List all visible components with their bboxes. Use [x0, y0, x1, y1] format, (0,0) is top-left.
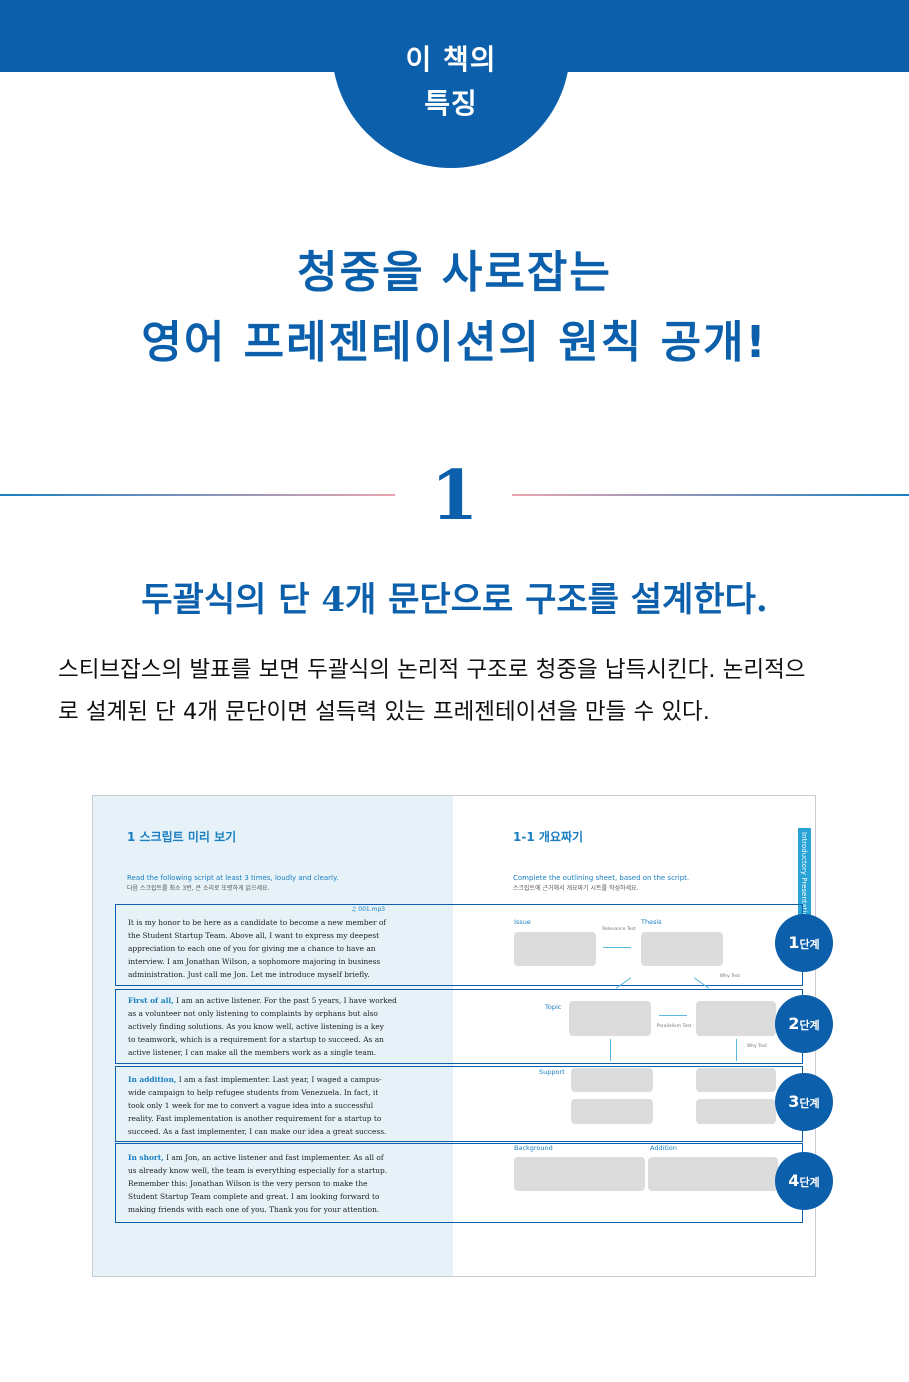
p2-line: to teamwork, which is a requirement for …	[128, 1035, 384, 1044]
right-instruction-ko: 스크립트에 근거해서 개요짜기 시트를 작성하세요.	[513, 885, 639, 892]
relevance-arrow	[603, 947, 631, 948]
step-badge-2: 2단계	[775, 995, 833, 1053]
paragraph-1: It is my honor to be here as a candidate…	[128, 916, 387, 981]
divider-left	[0, 494, 395, 496]
p4-line: Remember this: Jonathan Wilson is the ve…	[128, 1179, 368, 1188]
p3-line: succeed. As a fast implementer, I can ma…	[128, 1127, 387, 1136]
side-tab-label: Introductory Presentation	[800, 832, 808, 922]
why-test-label-1: Why Test	[719, 974, 741, 979]
step-2-number: 2	[788, 1014, 800, 1033]
topic-box-1[interactable]	[569, 1001, 651, 1036]
badge-line-2: 특징	[424, 87, 478, 120]
topic-down-arrow-1	[610, 1039, 611, 1061]
p1-line: interview. I am Jonathan Wilson, a sopho…	[128, 957, 381, 966]
section-number: 1	[430, 456, 479, 536]
section-subhead: 두괄식의 단 4개 문단으로 구조를 설계한다.	[141, 580, 768, 620]
paragraph-3: In addition, I am a fast implementer. La…	[128, 1073, 387, 1138]
step-badge-4: 4단계	[775, 1152, 833, 1210]
step-1-unit: 단계	[799, 938, 820, 951]
divider-right	[512, 494, 909, 496]
p3-lead: In addition,	[128, 1075, 177, 1084]
support-box-1[interactable]	[571, 1068, 653, 1092]
audio-track-label: ♫ 001.mp3	[351, 906, 386, 913]
description-line-1: 스티브잡스의 발표를 보면 두괄식의 논리적 구조로 청중을 납득시킨다. 논리…	[58, 657, 806, 683]
p4-lead: In short,	[128, 1153, 164, 1162]
parallelism-test-label: Parallelism Test	[656, 1024, 692, 1029]
p4-line: making friends with each one of you. Tha…	[128, 1205, 380, 1214]
p3-line: wide campaign to help refugee students f…	[128, 1088, 379, 1097]
right-page: 1-1 개요짜기 Complete the outlining sheet, b…	[453, 796, 815, 1276]
p4-line: us already know well, the team is everyt…	[128, 1166, 388, 1175]
feature-badge: 이 책의 특징	[332, 0, 570, 168]
left-instruction-en: Read the following script at least 3 tim…	[127, 874, 339, 882]
step-3-number: 3	[788, 1092, 800, 1111]
description-line-2: 로 설계된 단 4개 문단이면 설득력 있는 프레젠테이션을 만들 수 있다.	[58, 699, 710, 725]
p2-line: as a volunteer not only listening to com…	[128, 1009, 378, 1018]
why-test-label-2: Why Test	[746, 1044, 768, 1049]
step-4-number: 4	[788, 1171, 800, 1190]
paragraph-4: In short, I am Jon, an active listener a…	[128, 1151, 388, 1216]
step-badge-1: 1단계	[775, 914, 833, 972]
headline-line-2: 영어 프레젠테이션의 원칙 공개!	[141, 317, 768, 368]
right-instruction-en: Complete the outlining sheet, based on t…	[513, 874, 690, 882]
support-box-4[interactable]	[696, 1099, 776, 1124]
book-spread: 1 스크립트 미리 보기 Read the following script a…	[92, 795, 816, 1277]
p4-line: I am Jon, an active listener and fast im…	[163, 1153, 384, 1162]
support-box-3[interactable]	[571, 1099, 653, 1124]
step-1-number: 1	[788, 933, 800, 952]
support-label: Support	[539, 1068, 565, 1076]
left-page-title: 1 스크립트 미리 보기	[127, 830, 237, 844]
left-instruction-ko: 다음 스크립트를 최소 3번, 큰 소리로 또렷하게 읽으세요.	[127, 885, 270, 892]
step-4-unit: 단계	[799, 1176, 820, 1189]
p2-line: active listener, I can make all the memb…	[128, 1048, 377, 1057]
addition-box[interactable]	[648, 1157, 778, 1191]
topic-label: Topic	[545, 1003, 562, 1011]
addition-label: Addition	[650, 1144, 677, 1152]
left-page: 1 스크립트 미리 보기 Read the following script a…	[93, 796, 453, 1276]
background-label: Background	[514, 1144, 553, 1152]
paragraph-2: First of all, I am an active listener. F…	[128, 994, 397, 1059]
p3-line: took only 1 week for me to convert a vag…	[128, 1101, 374, 1110]
right-page-title: 1-1 개요짜기	[513, 830, 584, 844]
relevance-test-label: Relevance Test	[602, 927, 636, 932]
p3-line: I am a fast implementer. Last year, I wa…	[176, 1075, 382, 1084]
p2-line: I am an active listener. For the past 5 …	[173, 996, 397, 1005]
issue-label: Issue	[514, 918, 531, 926]
step-2-unit: 단계	[799, 1019, 820, 1032]
background-box[interactable]	[514, 1157, 645, 1191]
p1-line: It is my honor to be here as a candidate…	[128, 918, 387, 927]
topic-down-arrow-2	[736, 1039, 737, 1061]
p2-line: actively finding solutions. As you know …	[128, 1022, 384, 1031]
p4-line: Student Startup Team complete and great.…	[128, 1192, 380, 1201]
topic-box-2[interactable]	[696, 1001, 776, 1036]
p3-line: reality. Fast implementation is another …	[128, 1114, 382, 1123]
issue-box[interactable]	[514, 932, 596, 966]
badge-line-1: 이 책의	[405, 43, 497, 76]
parallelism-arrow	[659, 1015, 687, 1016]
step-badge-3: 3단계	[775, 1073, 833, 1131]
headline-line-1: 청중을 사로잡는	[297, 247, 612, 298]
p1-line: the Student Startup Team. Above all, I w…	[128, 931, 380, 940]
side-tab: Introductory Presentation	[798, 828, 811, 922]
step-3-unit: 단계	[799, 1097, 820, 1110]
support-box-2[interactable]	[696, 1068, 776, 1092]
p1-line: administration. Just call me Jon. Let me…	[128, 970, 370, 979]
p2-lead: First of all,	[128, 996, 174, 1005]
thesis-box[interactable]	[641, 932, 723, 966]
thesis-label: Thesis	[641, 918, 662, 926]
p1-line: appreciation to each one of you for givi…	[128, 944, 376, 953]
